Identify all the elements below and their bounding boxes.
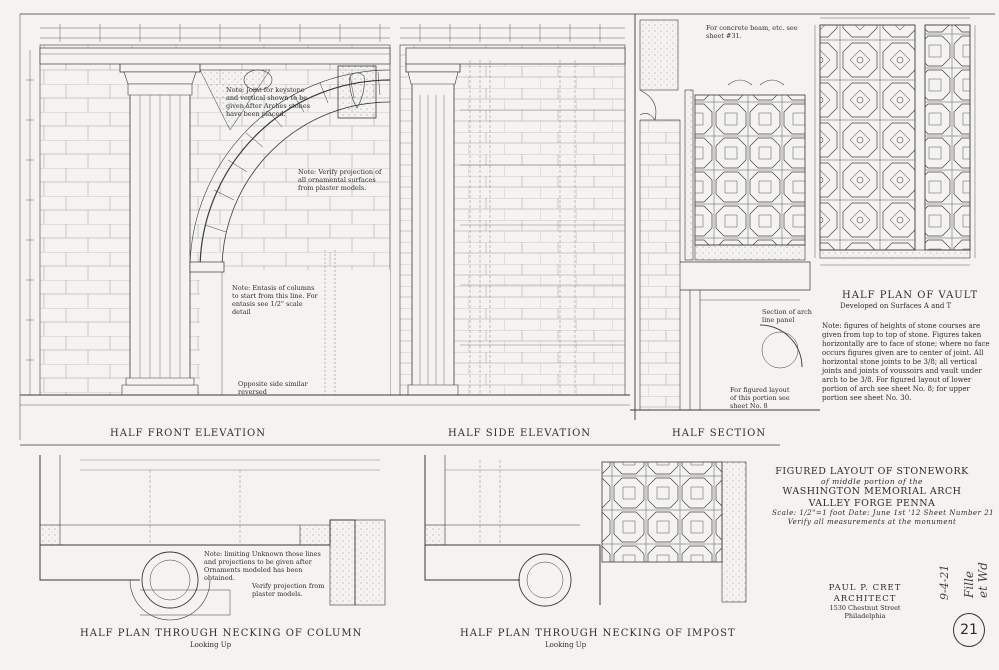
scale-line: Scale: 1/2"=1 foot Date: June 1st '12 Sh… bbox=[772, 509, 995, 518]
note-concrete-beam: For concrete beam, etc. see sheet #31. bbox=[706, 24, 798, 41]
verify-line: Verify all measurements at the monument bbox=[787, 517, 957, 526]
vault-plan bbox=[814, 17, 976, 266]
label-vault-plan-sub: Developed on Surfaces A and T bbox=[840, 302, 952, 310]
label-side-elevation: HALF SIDE ELEVATION bbox=[448, 428, 592, 439]
note-verify-projection: Note: Verify projection of all ornamenta… bbox=[298, 168, 382, 193]
label-plan-column-sub: Looking Up bbox=[190, 641, 232, 649]
architect-title: ARCHITECT bbox=[833, 593, 897, 604]
note-plan-limits: Note: limiting Unknown those lines and p… bbox=[204, 550, 321, 583]
label-plan-column: HALF PLAN THROUGH NECKING OF COLUMN bbox=[80, 628, 363, 639]
note-section-arch: Section of arch line panel bbox=[762, 308, 812, 325]
title-block: FIGURED LAYOUT OF STONEWORK of middle po… bbox=[772, 466, 995, 526]
front-elevation bbox=[20, 24, 395, 406]
signature: Fille et Wd bbox=[962, 562, 990, 598]
label-front-elevation: HALF FRONT ELEVATION bbox=[110, 428, 266, 439]
architect-block: PAUL P. CRET ARCHITECT 1530 Chestnut Str… bbox=[800, 583, 930, 621]
title-line-4: VALLEY FORGE PENNA bbox=[808, 497, 936, 509]
title-line-1: FIGURED LAYOUT OF STONEWORK bbox=[775, 466, 969, 477]
label-plan-impost: HALF PLAN THROUGH NECKING OF IMPOST bbox=[460, 628, 736, 639]
side-elevation bbox=[395, 24, 630, 406]
note-vault-heights: Note: figures of heights of stone course… bbox=[822, 322, 990, 402]
sheet-number-badge: 21 bbox=[953, 613, 985, 647]
date-stamp: 9-4-21 bbox=[938, 564, 951, 600]
architect-address-2: Philadelphia bbox=[844, 612, 886, 621]
title-line-3: WASHINGTON MEMORIAL ARCH bbox=[782, 486, 962, 498]
note-verify-plaster: Verify projection from plaster models. bbox=[252, 582, 325, 599]
note-figured-layout: For figured layout of this portion see s… bbox=[730, 386, 790, 411]
label-plan-impost-sub: Looking Up bbox=[545, 641, 587, 649]
architect-address-1: 1530 Chestnut Street bbox=[829, 604, 901, 613]
half-section bbox=[630, 14, 820, 420]
note-column-entasis: Note: Entasis of columns to start from t… bbox=[232, 284, 318, 317]
title-line-2: of middle portion of the bbox=[820, 477, 923, 487]
plan-impost bbox=[424, 455, 747, 607]
note-joint: Note: Joint for keystone and vertical sh… bbox=[226, 86, 311, 119]
label-vault-plan: HALF PLAN OF VAULT bbox=[842, 290, 979, 301]
note-opposite-side: Opposite side similar reversed bbox=[238, 380, 308, 397]
label-half-section: HALF SECTION bbox=[672, 428, 767, 439]
architect-name: PAUL P. CRET bbox=[828, 583, 902, 593]
plan-column bbox=[39, 455, 386, 621]
